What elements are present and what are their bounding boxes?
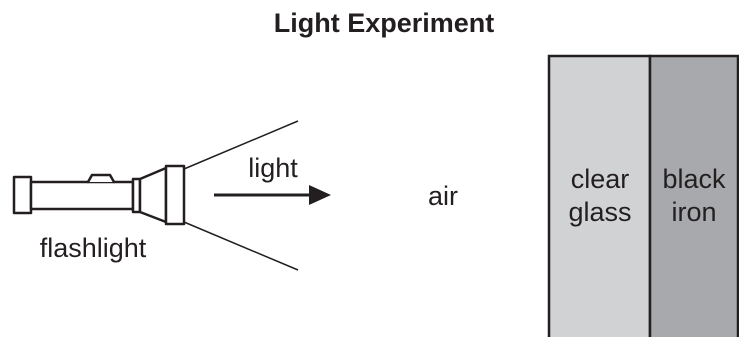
flashlight-label: flashlight	[40, 233, 147, 263]
clear-glass-block	[547, 54, 652, 337]
black-iron-label-line2: iron	[671, 197, 716, 227]
clear-glass-label-line2: glass	[568, 197, 631, 227]
black-iron-block	[648, 54, 739, 337]
beam-upper-edge	[183, 120, 299, 170]
clear-glass-label-line1: clear	[571, 164, 630, 194]
light-label: light	[248, 153, 298, 183]
beam-lower-edge	[183, 221, 299, 271]
air-label: air	[428, 181, 458, 211]
diagram-title: Light Experiment	[274, 8, 495, 38]
light-arrow-icon	[214, 185, 331, 205]
flashlight-icon	[12, 164, 186, 226]
material-blocks: clear glass black iron	[547, 54, 739, 337]
black-iron-label-line1: black	[662, 164, 726, 194]
